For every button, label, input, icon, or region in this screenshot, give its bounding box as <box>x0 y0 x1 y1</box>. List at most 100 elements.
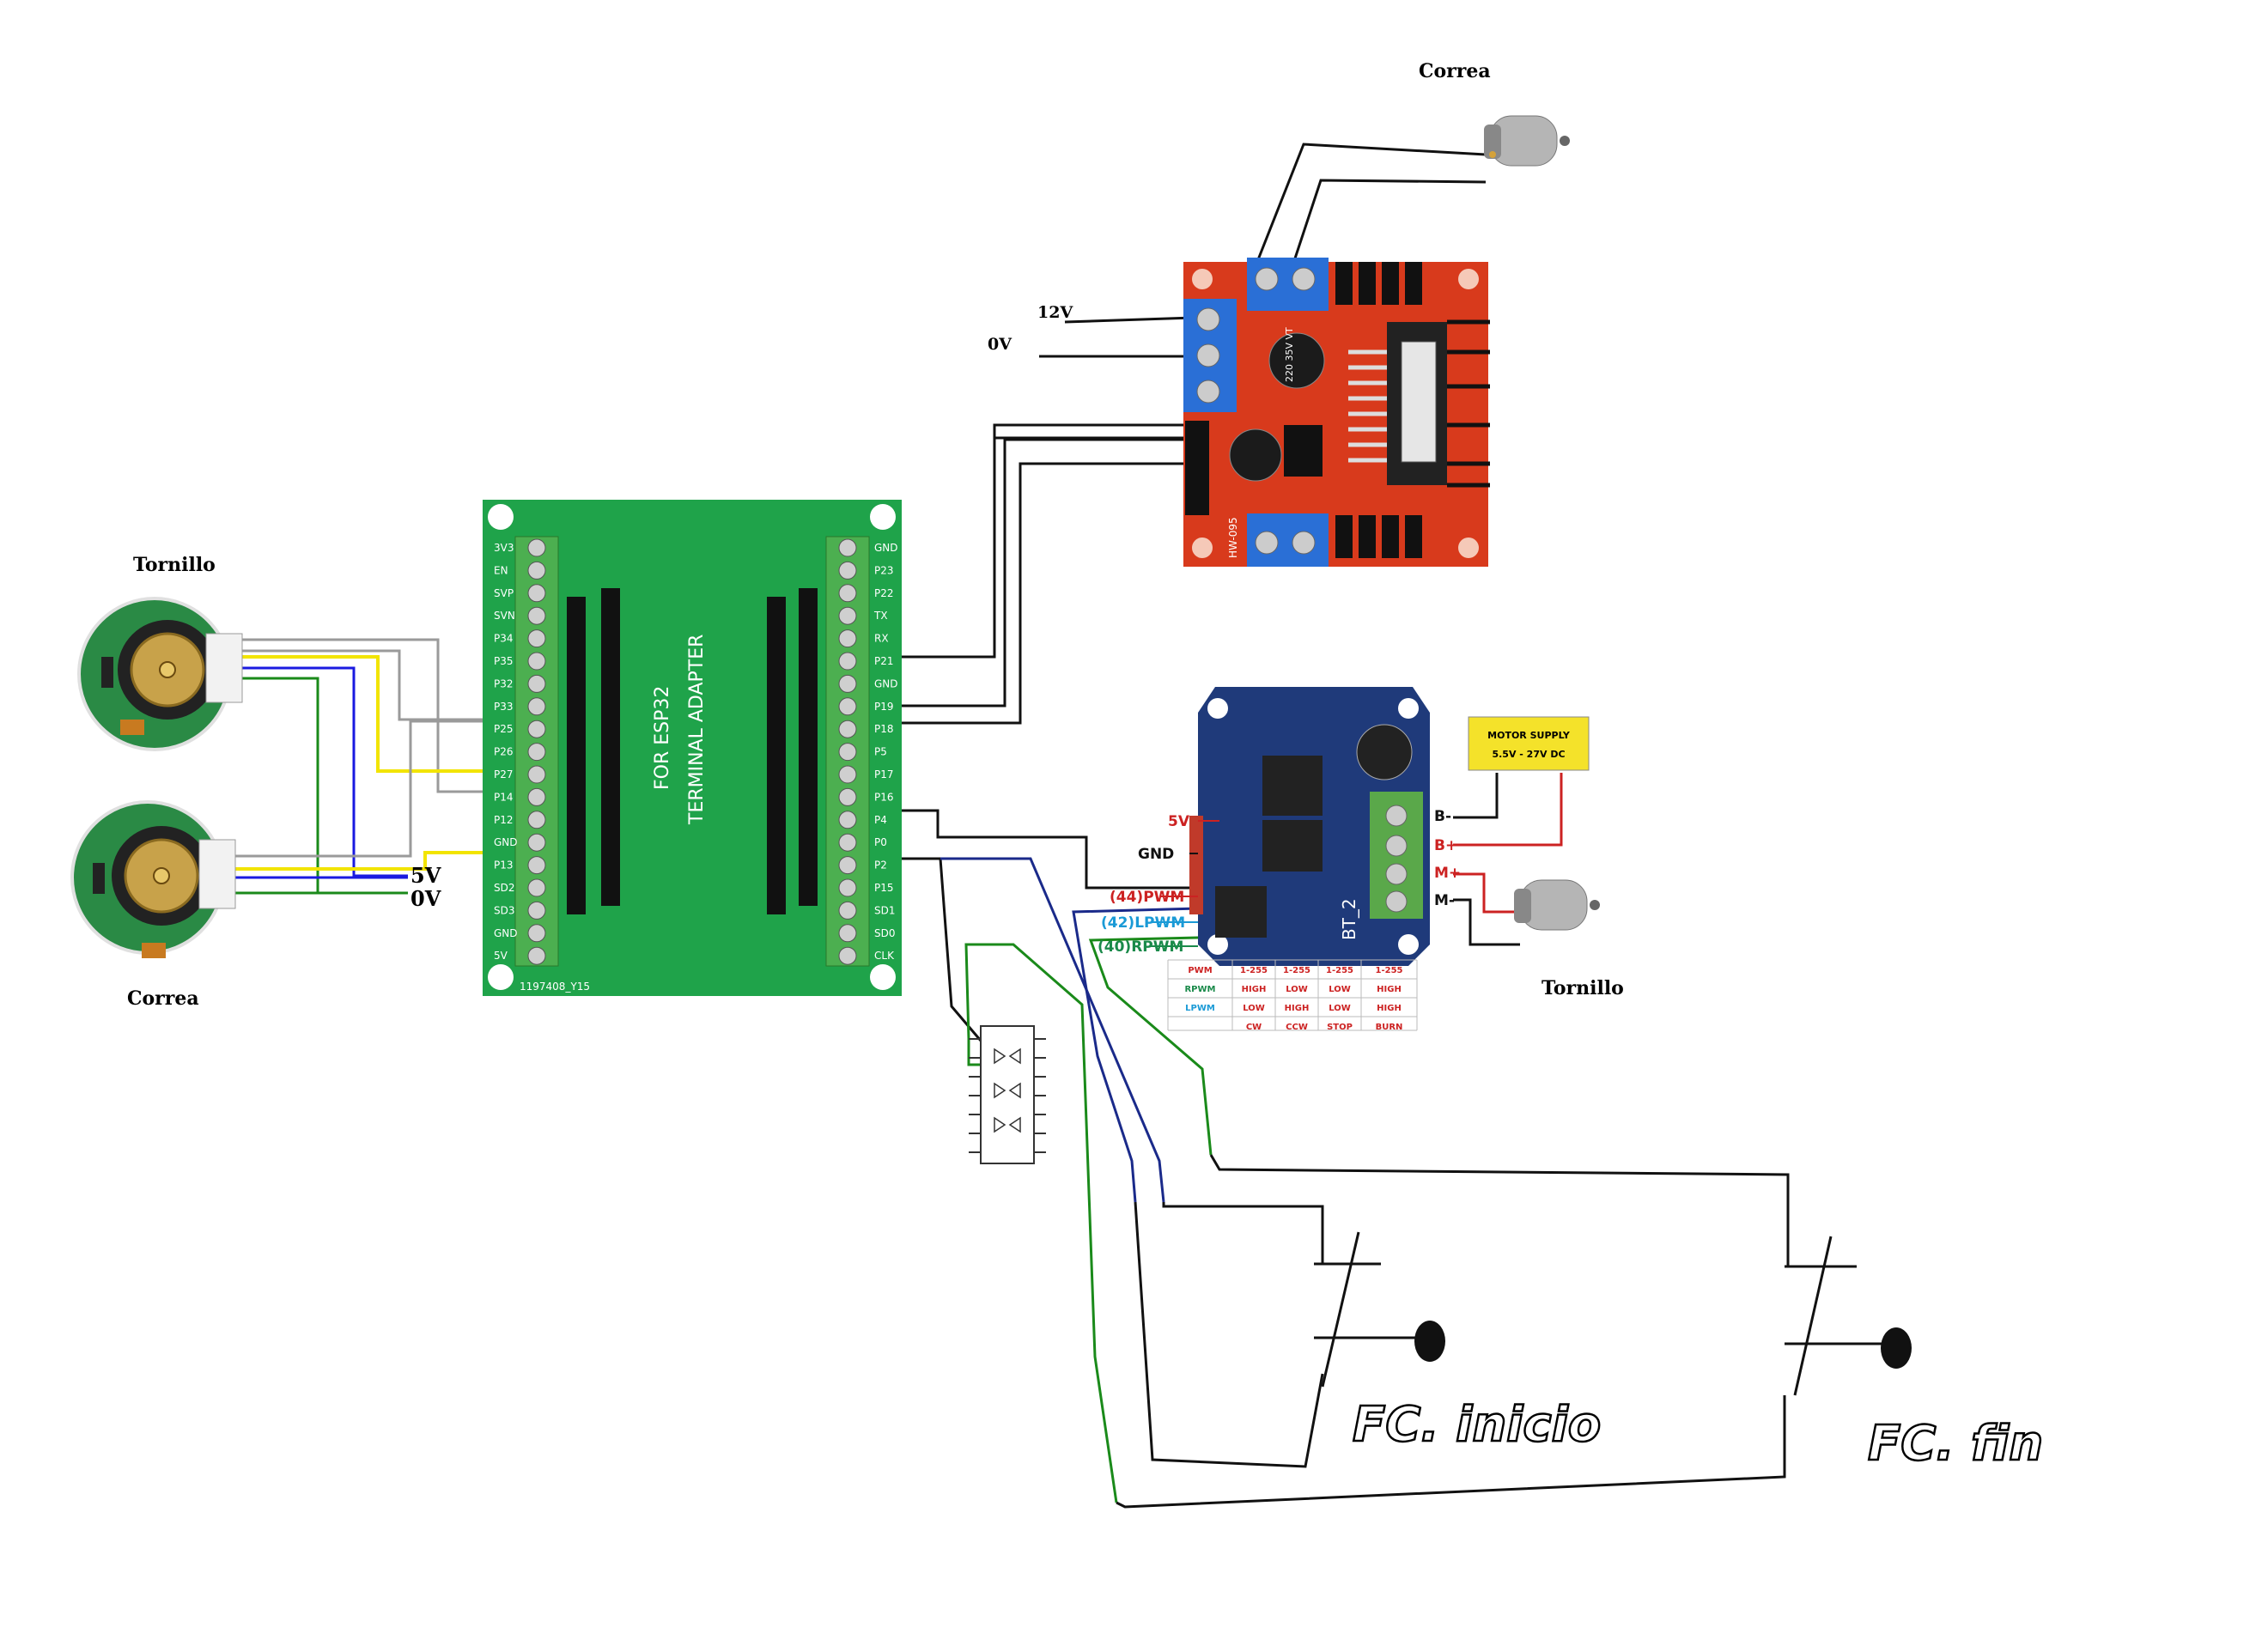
right-pin-labels: GNDP23P22TXRXP21GNDP19P18P5P17P16P4P0P2P… <box>873 542 898 962</box>
hex-inverter-ic <box>969 1025 1046 1164</box>
cap-label: 220 35V VT <box>1284 327 1295 382</box>
terminal-screw <box>1196 380 1220 404</box>
ic-body <box>980 1025 1035 1164</box>
wire-p19-l298n <box>893 438 1183 708</box>
bts-motor-driver: BT_2 B-B+M+M- 5VGND(44)PWM(42)LPWM(40)RP… <box>1098 687 1461 966</box>
wire-p2-navy <box>940 857 1165 1203</box>
l298-chip <box>1401 341 1437 463</box>
switch-lever <box>1321 1231 1360 1388</box>
header-right-a <box>767 597 786 914</box>
motor-shaft <box>1590 900 1600 910</box>
fc-fin-label: FC. fin <box>1868 1416 2043 1472</box>
wire-rpwm-green <box>1088 936 1213 1156</box>
motor-cap <box>1514 889 1531 923</box>
terminal-screw <box>1385 863 1408 885</box>
esp32-title-2: TERMINAL ADAPTER <box>686 635 708 825</box>
terminal-screw <box>838 652 857 671</box>
wire-fc-loop1 <box>1209 1154 1790 1266</box>
left-pin-label: P33 <box>494 701 514 713</box>
label-0v-top: 0V <box>988 335 1012 354</box>
label-tornillo-right: Tornillo <box>1541 977 1624 999</box>
mount-hole <box>1192 269 1213 289</box>
bts-signal-label: (42)LPWM <box>1101 914 1185 932</box>
mount-hole <box>1458 538 1479 558</box>
bts-signal-label: GND <box>1138 846 1174 863</box>
right-pin-label: P21 <box>874 655 894 667</box>
left-pin-label: P35 <box>494 655 514 667</box>
supply-line-2: 5.5V - 27V DC <box>1492 749 1565 760</box>
wire-gray-enc2 <box>230 720 483 858</box>
terminal-screw <box>838 538 857 557</box>
terminal-screw <box>527 787 546 806</box>
left-pin-label: GND <box>494 836 518 848</box>
wire-p18-l298n <box>893 462 1183 725</box>
dc-motor-tornillo <box>1514 879 1600 931</box>
terminal-screw <box>1196 343 1220 367</box>
terminal-screw <box>1292 267 1316 291</box>
left-pin-label: SD2 <box>494 882 515 894</box>
left-pin-label: P12 <box>494 814 514 826</box>
mount-hole <box>870 504 896 530</box>
right-pin-label: P18 <box>874 723 894 735</box>
wire-p21-l298n <box>893 423 1183 659</box>
encoder-cap <box>142 943 166 958</box>
input-header <box>1185 421 1209 515</box>
right-pin-label: GND <box>874 542 898 554</box>
motor-shaft <box>1560 136 1570 146</box>
bts-header <box>1189 816 1203 914</box>
table-cell: RPWM <box>1184 985 1215 994</box>
mount-hole <box>1192 538 1213 558</box>
table-cell: LPWM <box>1185 1004 1215 1013</box>
mount-hole <box>1207 698 1228 719</box>
terminal-screw <box>838 856 857 875</box>
terminal-screw <box>838 811 857 829</box>
right-pin-label: P2 <box>874 859 887 872</box>
bts-chip-3 <box>1215 886 1267 938</box>
terminal-screw <box>1385 890 1408 913</box>
right-pin-label: P22 <box>874 587 894 599</box>
wire-gray-enc1b <box>236 649 483 721</box>
bts-terminal-label: M+ <box>1434 865 1461 882</box>
left-pin-label: P32 <box>494 677 514 689</box>
bts-terminal-label: M- <box>1434 892 1455 909</box>
wire-fc-inicio-bottom <box>1134 1201 1324 1468</box>
terminal-screw <box>527 720 546 738</box>
regulator <box>1284 425 1323 477</box>
terminal-screw <box>838 946 857 965</box>
mount-hole <box>870 964 896 990</box>
switch-lever <box>1793 1236 1833 1396</box>
right-pin-label: SD0 <box>874 927 896 939</box>
table-cell: 1-255 <box>1376 966 1403 975</box>
terminal-screw <box>838 561 857 580</box>
left-pin-label: P14 <box>494 791 514 803</box>
left-pin-label: P13 <box>494 859 514 872</box>
bts-terminal-label: B+ <box>1434 837 1457 854</box>
mount-hole <box>1207 934 1228 955</box>
esp32-part-code: 1197408_Y15 <box>520 981 590 993</box>
table-cell: LOW <box>1329 1004 1351 1013</box>
table-cell: HIGH <box>1377 1004 1402 1013</box>
esp32-terminal-adapter: 3V3ENSVPSVNP34P35P32P33P25P26P27P14P12GN… <box>483 500 902 996</box>
terminal-screw <box>838 674 857 693</box>
wire-fc-fin-bottom <box>1116 1395 1786 1509</box>
encoder-chip <box>101 657 113 688</box>
l298-pins <box>1348 349 1387 463</box>
label-0v-left: 0V <box>410 886 441 911</box>
terminal-screw <box>838 720 857 738</box>
terminal-screw <box>838 833 857 852</box>
terminal-screw <box>838 629 857 648</box>
terminal-screw <box>527 856 546 875</box>
right-pin-label: SD1 <box>874 904 896 916</box>
table-cell: LOW <box>1243 1004 1265 1013</box>
bts-capacitor <box>1356 724 1413 780</box>
bts-terminal-labels: B-B+M+M- <box>1434 808 1461 909</box>
left-pin-label: GND <box>494 927 518 939</box>
encoder-tornillo <box>77 597 243 751</box>
wire-12v <box>1064 316 1195 324</box>
dc-motor-correa <box>1484 115 1570 167</box>
bts-board-label: BT_2 <box>1339 898 1359 940</box>
terminal-screw <box>527 811 546 829</box>
label-12v: 12V <box>1037 303 1073 322</box>
label-5v-left: 5V <box>410 863 441 888</box>
